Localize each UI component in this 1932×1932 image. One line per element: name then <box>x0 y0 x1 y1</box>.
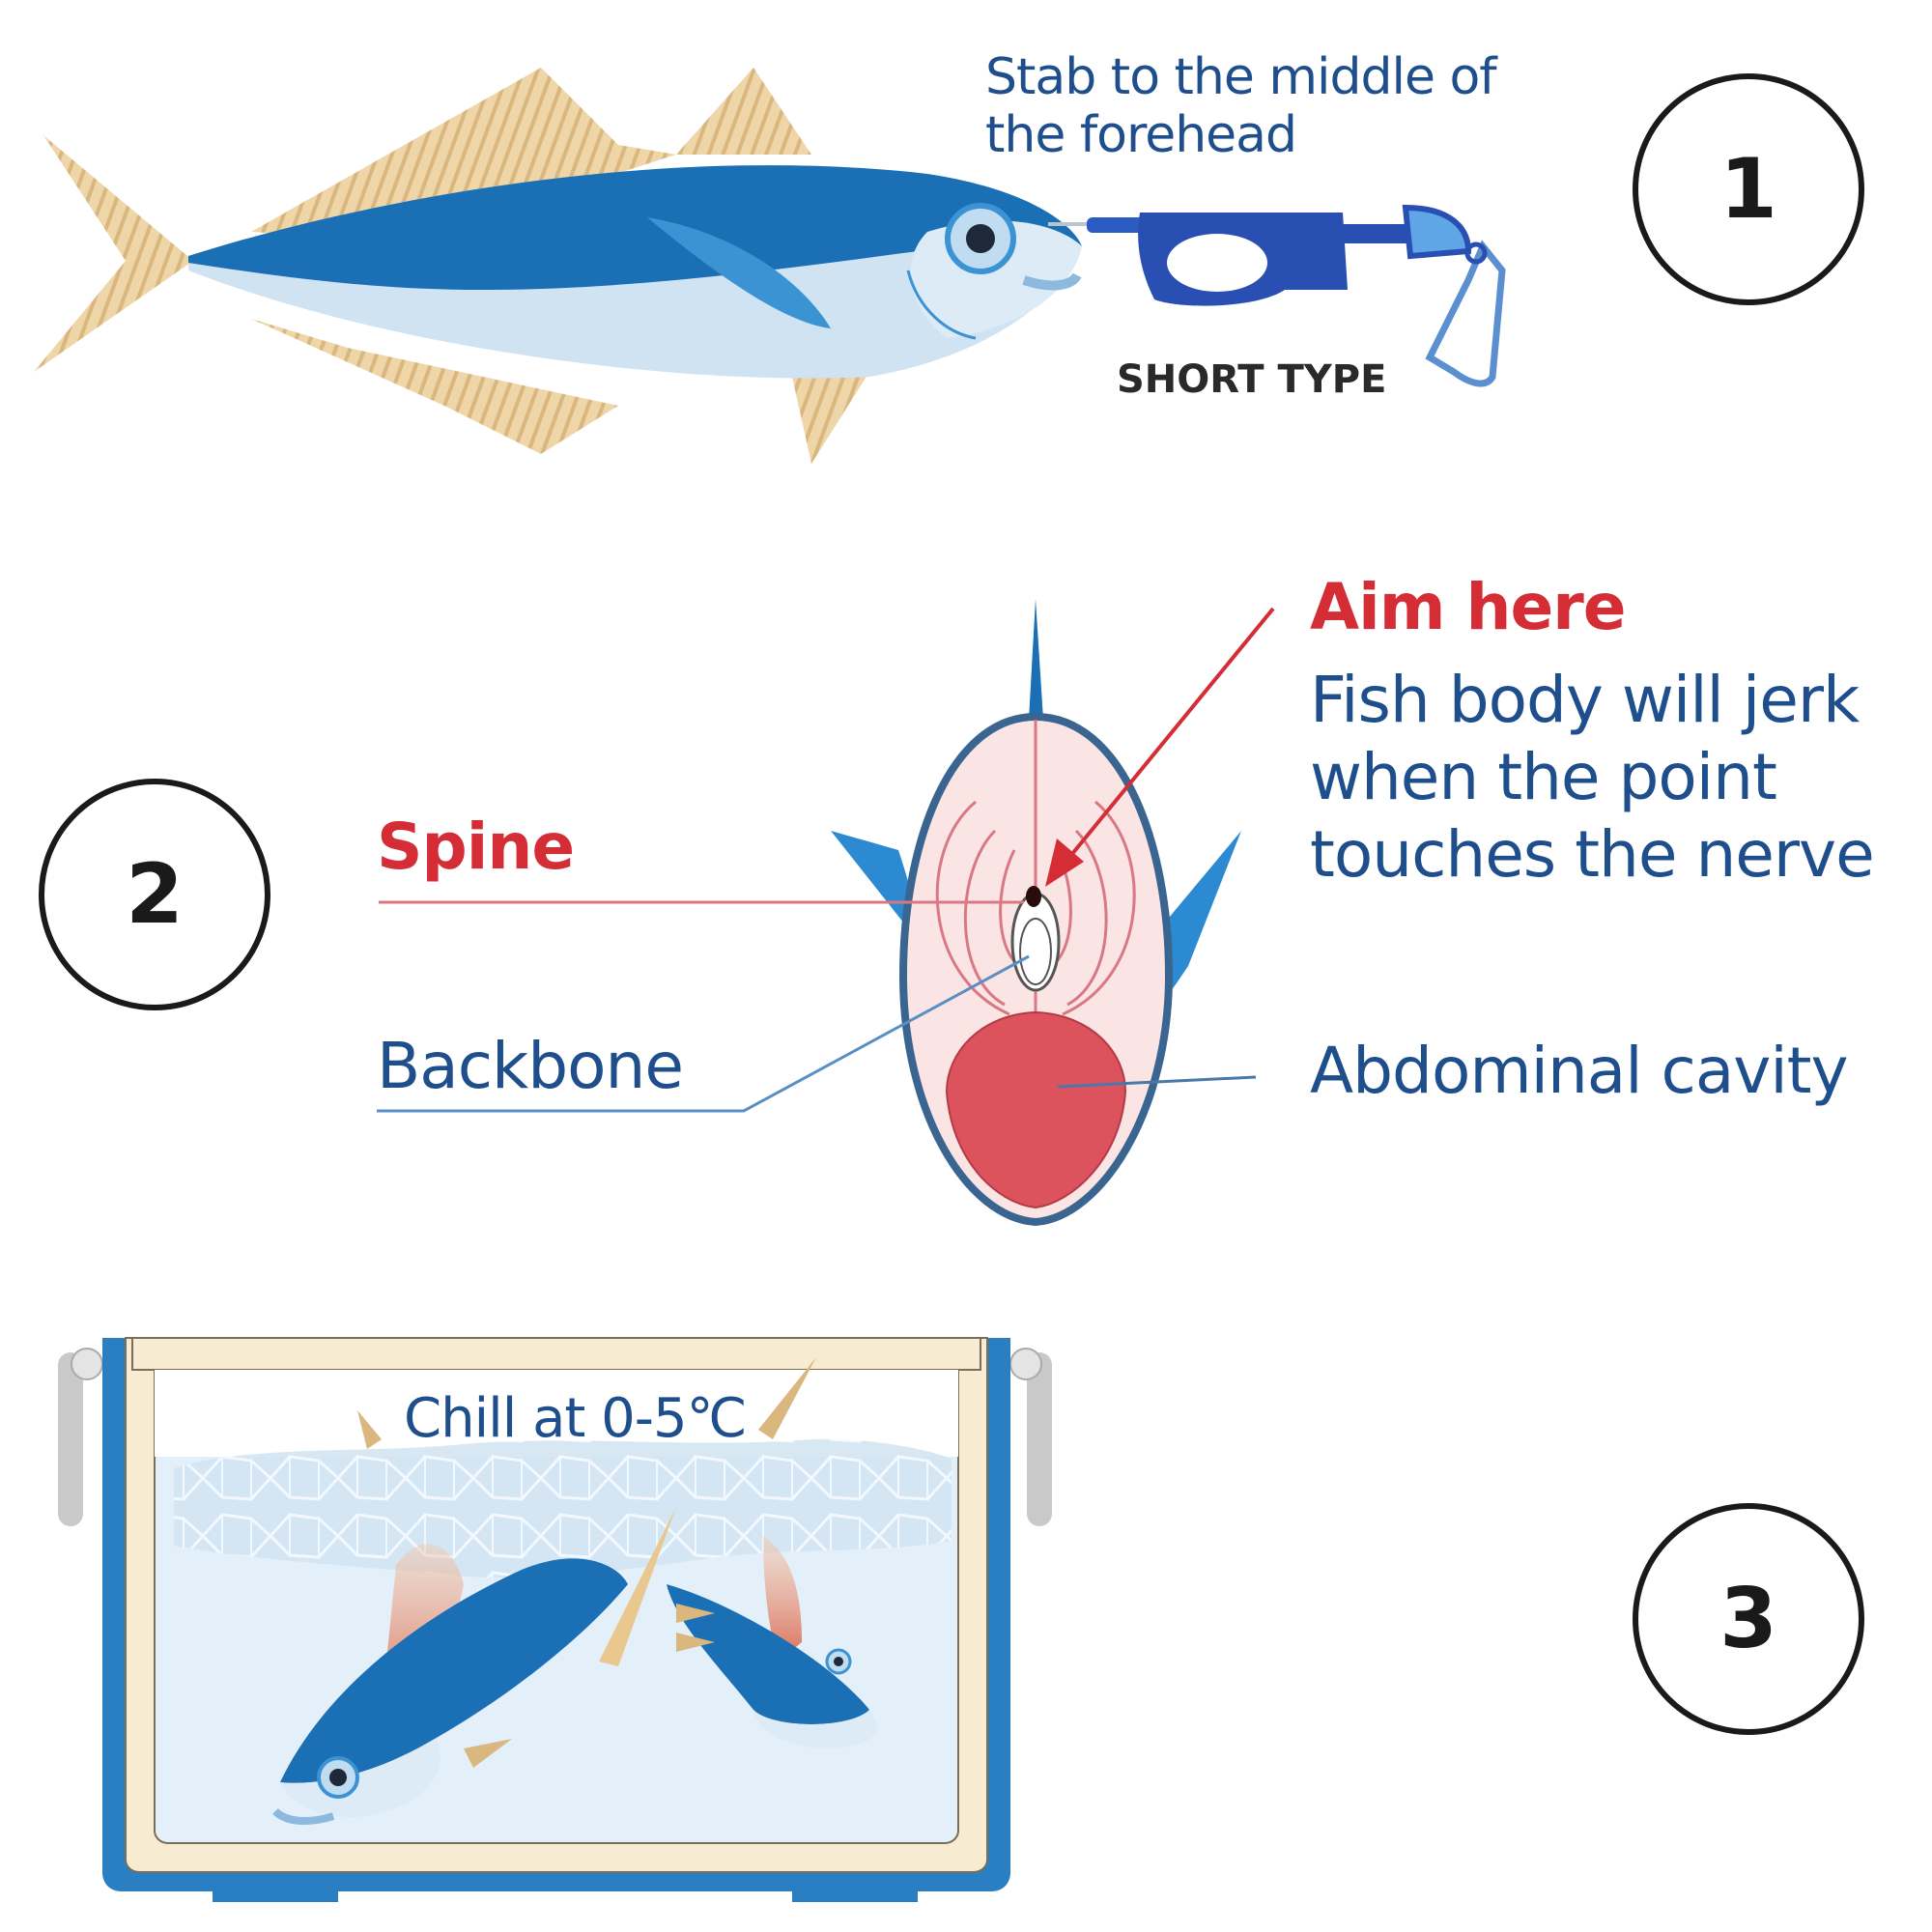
stab-instruction-line-1: Stab to the middle of <box>985 48 1497 106</box>
step-2-badge: 2 <box>39 779 270 1010</box>
dorsal-fin-front <box>251 68 676 242</box>
dorsal-fin-rear <box>676 68 811 155</box>
pectoral-fin <box>647 217 831 328</box>
ikejime-spike-icon <box>1048 204 1472 306</box>
stab-instruction: Stab to the middle of the forehead <box>985 48 1497 164</box>
chill-temperature-label: Chill at 0-5℃ <box>404 1387 747 1450</box>
pelvic-fin <box>792 372 869 464</box>
nerve-note-line-1: Fish body will jerk <box>1310 663 1860 737</box>
spine-label: Spine <box>377 810 575 884</box>
nerve-note-line-2: when the point <box>1310 740 1777 814</box>
abdominal-cavity-label: Abdominal cavity <box>1310 1034 1849 1108</box>
cooler-handle-right <box>1027 1352 1052 1526</box>
left-side-fin <box>831 831 924 1024</box>
step-1-badge: 1 <box>1633 73 1864 305</box>
tool-type-label: SHORT TYPE <box>1117 357 1387 402</box>
backbone-label: Backbone <box>377 1029 684 1103</box>
step-2-number: 2 <box>126 846 184 943</box>
backbone-leader-line <box>377 954 1030 1113</box>
step-3-number: 3 <box>1719 1571 1777 1667</box>
dorsal-spike <box>1029 599 1043 720</box>
nerve-note: Fish body will jerk when the point touch… <box>1310 662 1875 894</box>
fish-illustration <box>34 68 1082 464</box>
chilled-fish-illustration <box>272 1357 877 1825</box>
aim-arrow <box>1045 607 1275 887</box>
cooler-handle-left <box>58 1352 83 1526</box>
fish-cross-section <box>831 599 1241 1227</box>
nerve-note-line-3: touches the nerve <box>1310 817 1875 892</box>
abdominal-cavity <box>945 1010 1127 1209</box>
stab-instruction-line-2: the forehead <box>985 106 1297 164</box>
ice-cubes <box>174 1438 952 1578</box>
fish-eye <box>966 224 995 253</box>
tail-fin <box>34 135 193 372</box>
fish-back <box>188 165 1082 290</box>
spinal-nerve-mark <box>1026 886 1041 907</box>
anal-fin <box>251 319 618 454</box>
aim-here-label: Aim here <box>1310 570 1627 644</box>
carabiner-icon <box>1425 240 1506 387</box>
step-1-number: 1 <box>1719 141 1777 238</box>
abdominal-leader-line <box>1057 1075 1257 1089</box>
step-3-badge: 3 <box>1633 1503 1864 1735</box>
